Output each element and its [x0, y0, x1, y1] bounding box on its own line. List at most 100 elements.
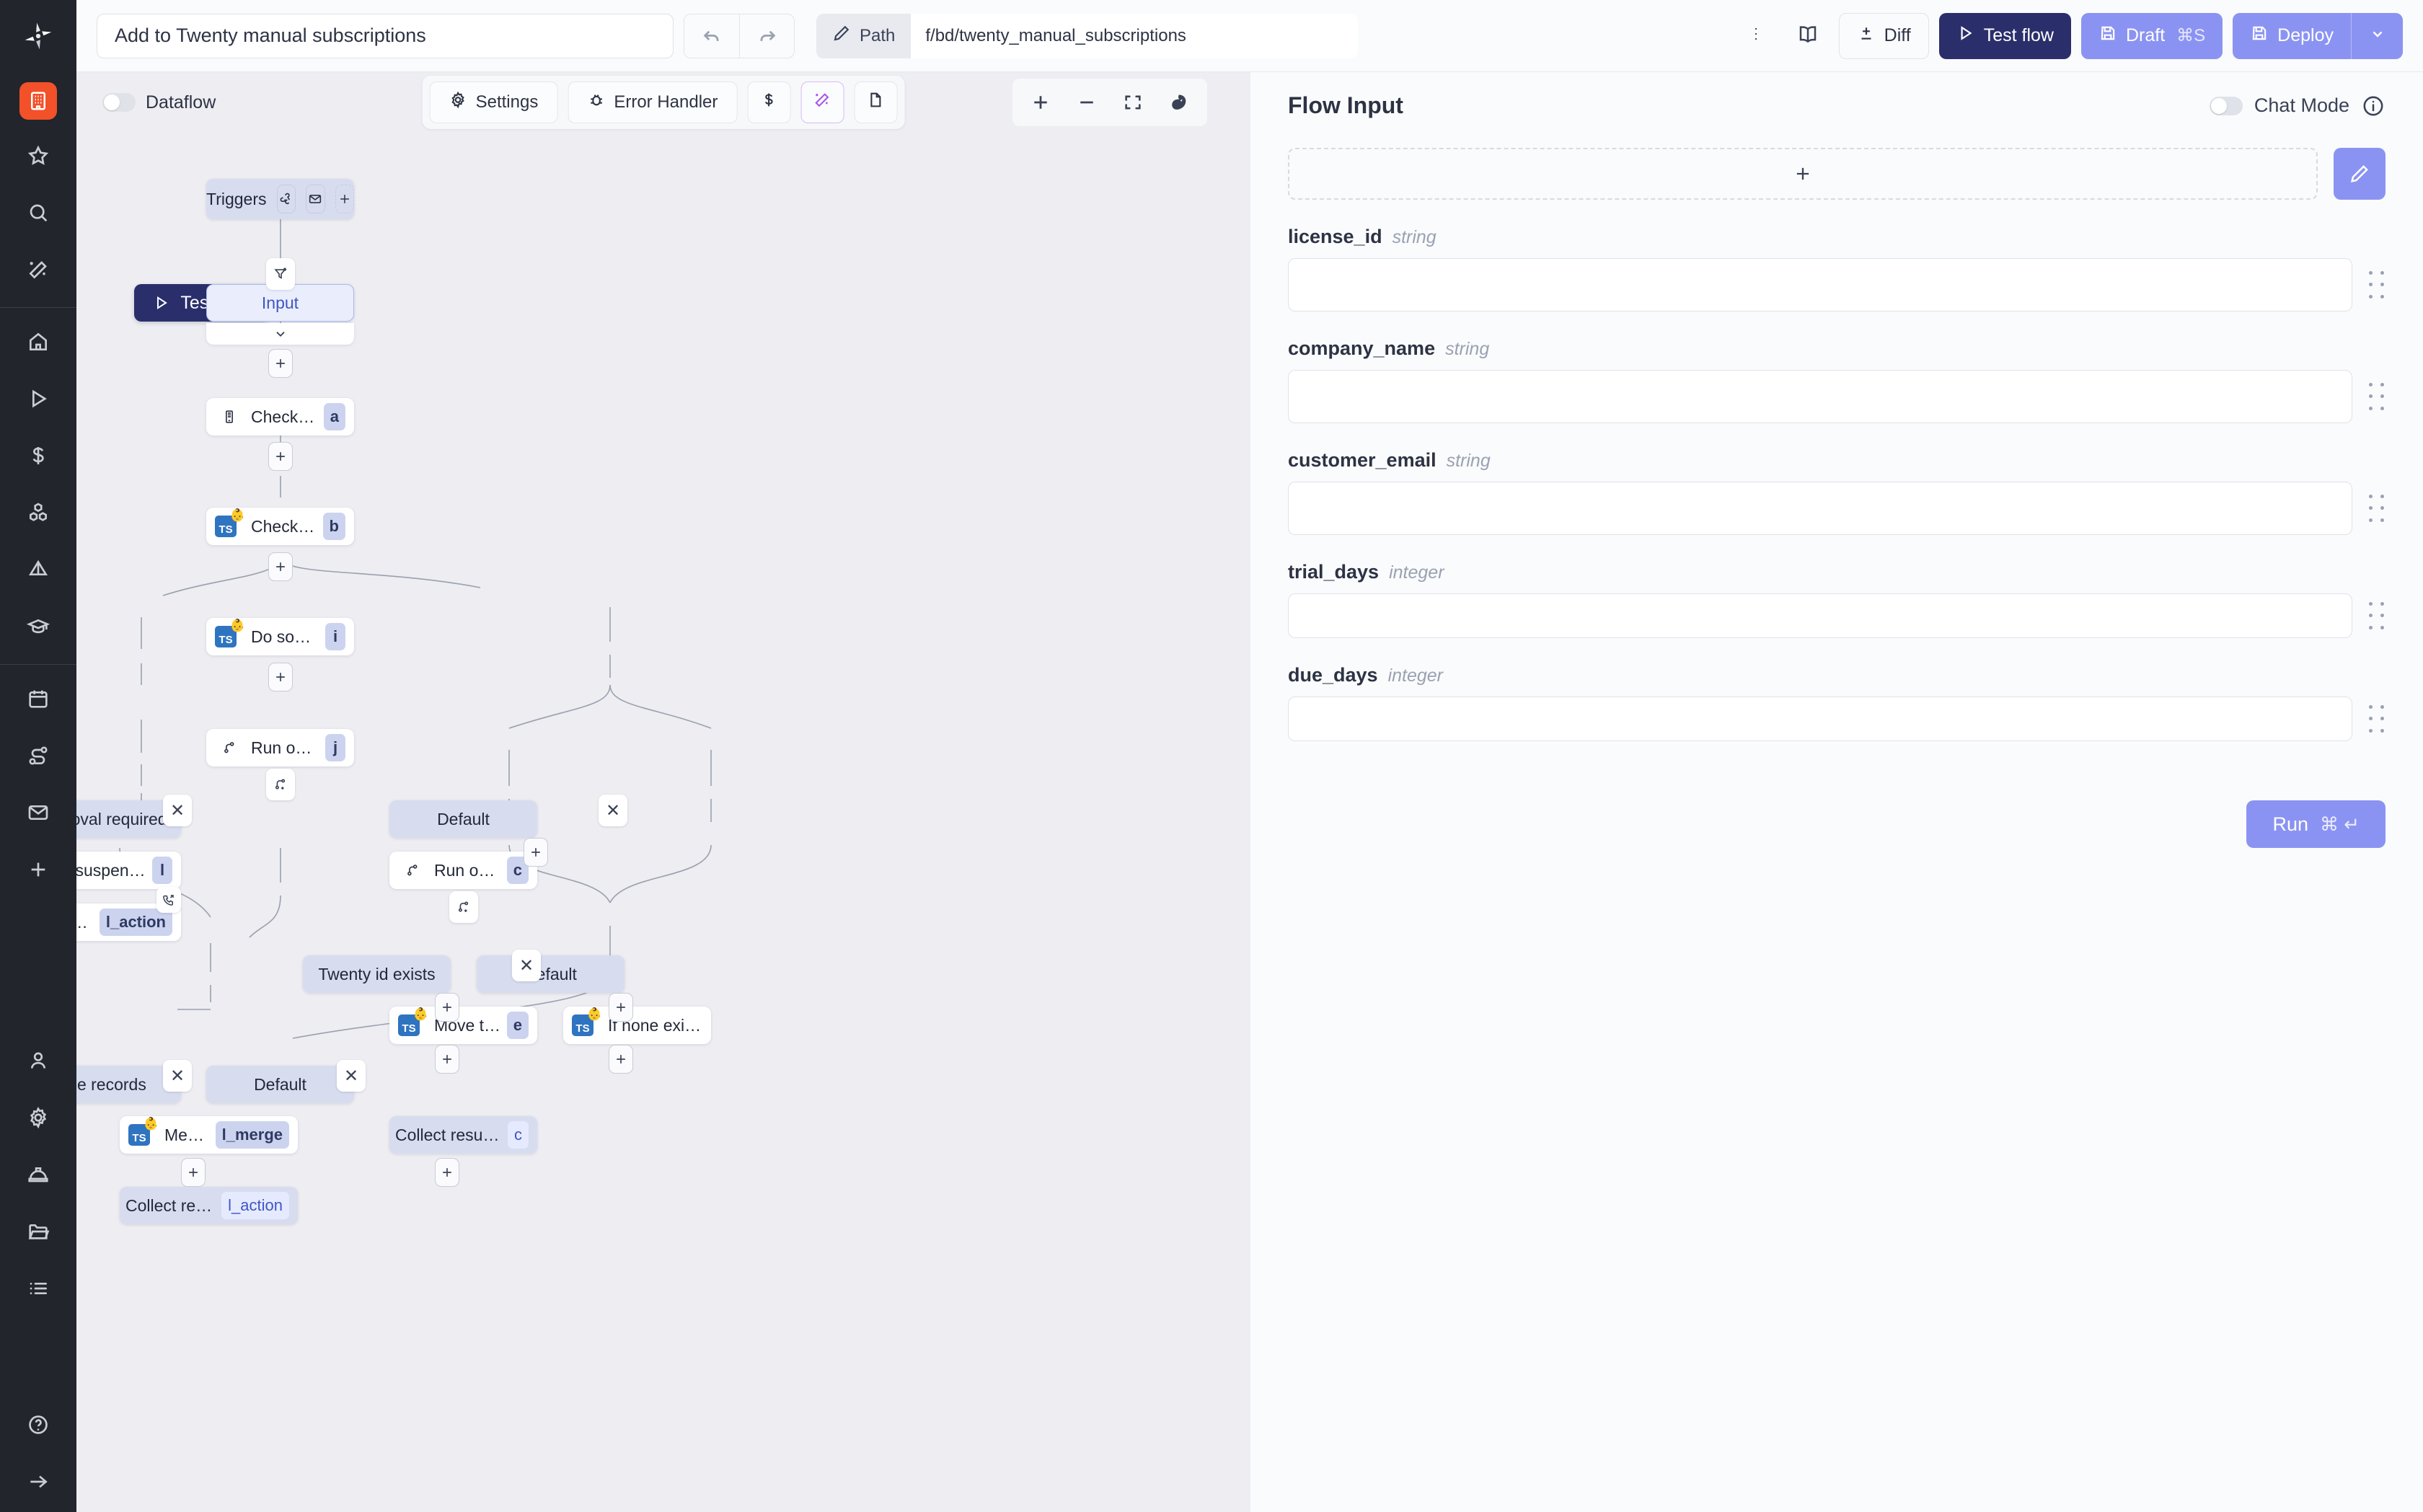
license-id-input[interactable]: [1288, 258, 2352, 311]
drag-handle[interactable]: [2367, 269, 2386, 301]
fit-screen-button[interactable]: [1113, 83, 1152, 122]
sidebar-item-schedules[interactable]: [0, 672, 76, 729]
sidebar-item-audit-logs[interactable]: [0, 1262, 76, 1319]
input-node[interactable]: Input: [206, 284, 354, 322]
branch-label-default-d[interactable]: Default: [477, 955, 624, 993]
remove-branch-button-3[interactable]: ✕: [512, 950, 541, 981]
trigger-filter-chip[interactable]: [266, 258, 295, 290]
add-step-button-9[interactable]: [609, 1045, 633, 1074]
deploy-button[interactable]: Deploy: [2233, 13, 2351, 59]
path-label-group[interactable]: Path: [816, 24, 911, 48]
cost-button[interactable]: [747, 81, 791, 123]
sidebar-item-variables[interactable]: [0, 543, 76, 600]
sidebar-item-tutorials[interactable]: [0, 600, 76, 657]
sidebar-item-ai-assistant[interactable]: [0, 243, 76, 300]
branch-label-twenty-id-exists[interactable]: Twenty id exists: [303, 955, 451, 993]
branch-node-j[interactable]: Run one branch j: [206, 729, 354, 766]
step-node-a[interactable]: Check db if subscription has a Twenty...…: [206, 398, 354, 436]
run-button[interactable]: Run ⌘ ↵: [2246, 800, 2386, 848]
sidebar-item-home[interactable]: [0, 315, 76, 372]
drag-handle[interactable]: [2367, 600, 2386, 632]
deploy-dropdown-button[interactable]: [2351, 12, 2403, 59]
zoom-out-button[interactable]: [1067, 83, 1106, 122]
sidebar-item-runs[interactable]: [0, 372, 76, 429]
sidebar-item-usage[interactable]: [0, 429, 76, 486]
step-node-i-top[interactable]: TS👶 Do something if db and Twenty id are…: [206, 618, 354, 655]
windmill-icon[interactable]: [1160, 83, 1199, 122]
flow-title-input[interactable]: [97, 13, 674, 58]
zoom-in-button[interactable]: [1021, 83, 1060, 122]
remove-branch-button-4[interactable]: ✕: [163, 1060, 192, 1092]
sidebar-item-settings[interactable]: [0, 1091, 76, 1148]
add-branch-button-c[interactable]: [449, 891, 478, 923]
flow-graph[interactable]: Triggers Test flow Input: [76, 72, 1250, 1512]
step-node-l-action[interactable]: n approv... l_action: [76, 903, 181, 941]
undo-button[interactable]: [684, 14, 739, 58]
step-node-b[interactable]: TS👶 Check Twenty if license_id already e…: [206, 508, 354, 545]
redo-button[interactable]: [739, 14, 794, 58]
sidebar-item-workers[interactable]: [0, 1148, 76, 1205]
step-node-l[interactable]: nk + suspend fo... l: [76, 852, 181, 889]
collect-node-c[interactable]: Collect result from chosen branch c: [389, 1116, 537, 1154]
trial-days-input[interactable]: [1288, 593, 2352, 638]
add-step-button-4[interactable]: [268, 663, 293, 691]
sidebar-item-folders[interactable]: [0, 1205, 76, 1262]
diff-button[interactable]: Diff: [1838, 12, 1929, 59]
add-step-button-10[interactable]: [181, 1158, 206, 1187]
add-step-button-3[interactable]: [268, 552, 293, 581]
settings-button[interactable]: Settings: [429, 81, 558, 123]
suspend-resume-chip[interactable]: [156, 887, 181, 913]
save-draft-button[interactable]: Draft ⌘S: [2080, 12, 2223, 59]
input-collapse-bar[interactable]: [206, 323, 354, 345]
remove-branch-button-2[interactable]: ✕: [599, 795, 627, 826]
more-menu-button[interactable]: [1735, 15, 1777, 57]
error-handler-button[interactable]: Error Handler: [568, 81, 738, 123]
company-name-input[interactable]: [1288, 370, 2352, 423]
branch-node-c[interactable]: Run one branch c: [389, 852, 537, 889]
due-days-input[interactable]: [1288, 697, 2352, 741]
triggers-node[interactable]: Triggers: [206, 179, 354, 219]
sidebar-item-expand[interactable]: [0, 1455, 76, 1512]
drag-handle[interactable]: [2367, 492, 2386, 524]
drag-handle[interactable]: [2367, 703, 2386, 735]
sidebar-item-resources[interactable]: [0, 486, 76, 543]
ai-assist-button[interactable]: [800, 81, 844, 123]
test-flow-button[interactable]: Test flow: [1938, 12, 2071, 59]
dataflow-toggle[interactable]: [102, 93, 136, 112]
sidebar-item-account[interactable]: [0, 1034, 76, 1091]
sidebar-item-search[interactable]: [0, 186, 76, 243]
add-step-button-6[interactable]: [435, 993, 459, 1022]
chat-mode-toggle[interactable]: [2209, 96, 2243, 115]
add-branch-button-j[interactable]: [266, 769, 295, 800]
sidebar-item-favorites[interactable]: [0, 129, 76, 186]
sidebar-item-create[interactable]: [0, 843, 76, 900]
step-node-e[interactable]: TS👶 Move the record e: [389, 1007, 537, 1044]
add-property-button[interactable]: [1288, 148, 2318, 200]
step-node-create-twenty[interactable]: TS👶 If none exists, create Twenty re: [563, 1007, 711, 1044]
add-step-button-11[interactable]: [435, 1158, 459, 1187]
windmill-logo[interactable]: [0, 0, 76, 72]
webhook-trigger-icon[interactable]: [276, 185, 296, 213]
edit-schema-button[interactable]: [2334, 148, 2386, 200]
step-node-l-merge[interactable]: TS👶 Merge the two Twenty r... l_merge: [120, 1116, 298, 1154]
sidebar-item-workspace[interactable]: [0, 72, 76, 129]
email-trigger-icon[interactable]: [306, 185, 325, 213]
add-step-button-7[interactable]: [609, 993, 633, 1022]
sidebar-item-help[interactable]: [0, 1398, 76, 1455]
path-input[interactable]: [911, 13, 1359, 58]
add-step-button-2[interactable]: [268, 442, 293, 471]
branch-label-default-c[interactable]: Default: [389, 800, 537, 838]
add-step-button-5[interactable]: [524, 838, 548, 867]
collect-node-l-action[interactable]: Collect result from chosen branch l_acti…: [120, 1187, 298, 1224]
flow-canvas[interactable]: Dataflow Settings Error Handler: [76, 72, 1250, 1512]
add-trigger-button[interactable]: [335, 185, 354, 213]
add-step-button-8[interactable]: [435, 1045, 459, 1074]
customer-email-input[interactable]: [1288, 482, 2352, 535]
info-circle-icon[interactable]: [2361, 94, 2386, 118]
branch-label-default-e[interactable]: Default: [206, 1066, 354, 1103]
copy-json-button[interactable]: [854, 81, 898, 123]
add-step-button-1[interactable]: [268, 349, 293, 378]
sidebar-item-flows[interactable]: [0, 729, 76, 786]
docs-button[interactable]: [1787, 15, 1829, 57]
sidebar-item-inbox[interactable]: [0, 786, 76, 843]
